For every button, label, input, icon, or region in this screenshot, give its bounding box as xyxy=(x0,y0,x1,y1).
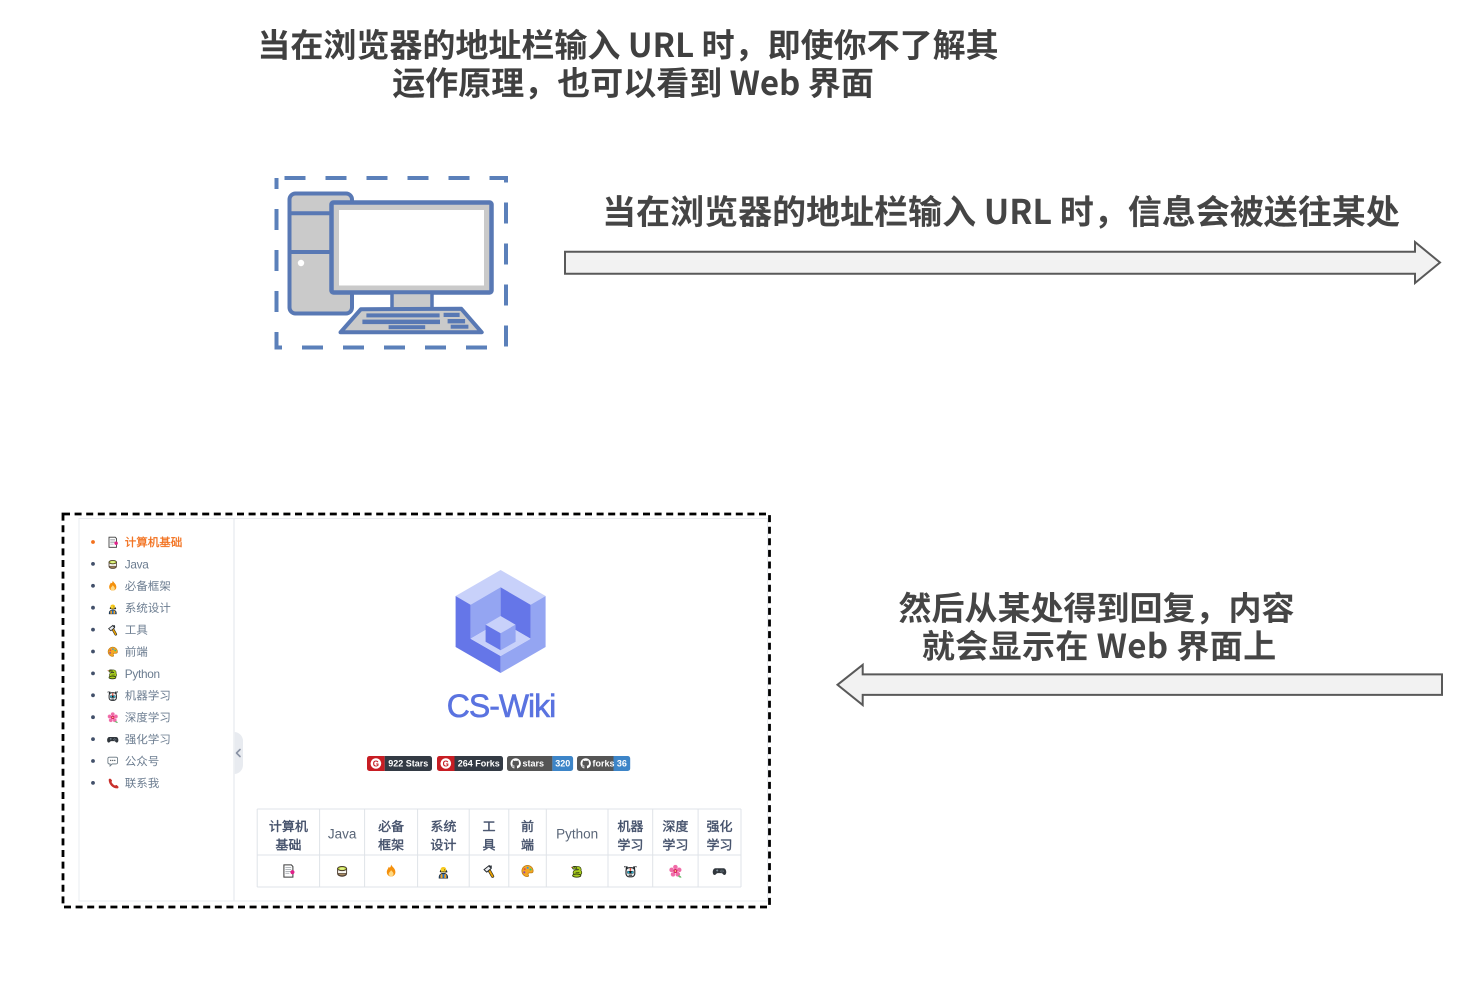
svg-text:36: 36 xyxy=(617,759,627,769)
svg-text:264 Forks: 264 Forks xyxy=(458,759,500,769)
svg-text:G: G xyxy=(373,759,379,768)
svg-text:forks: forks xyxy=(593,759,615,769)
svg-text:Python: Python xyxy=(556,827,598,842)
svg-text:922 Stars: 922 Stars xyxy=(388,759,428,769)
svg-text:Java: Java xyxy=(328,827,357,842)
svg-text:Java: Java xyxy=(125,557,149,571)
svg-text:CS-Wiki: CS-Wiki xyxy=(447,688,556,724)
svg-text:Python: Python xyxy=(125,667,160,681)
svg-text:stars: stars xyxy=(523,759,545,769)
svg-text:G: G xyxy=(443,759,449,768)
svg-text:320: 320 xyxy=(555,759,570,769)
